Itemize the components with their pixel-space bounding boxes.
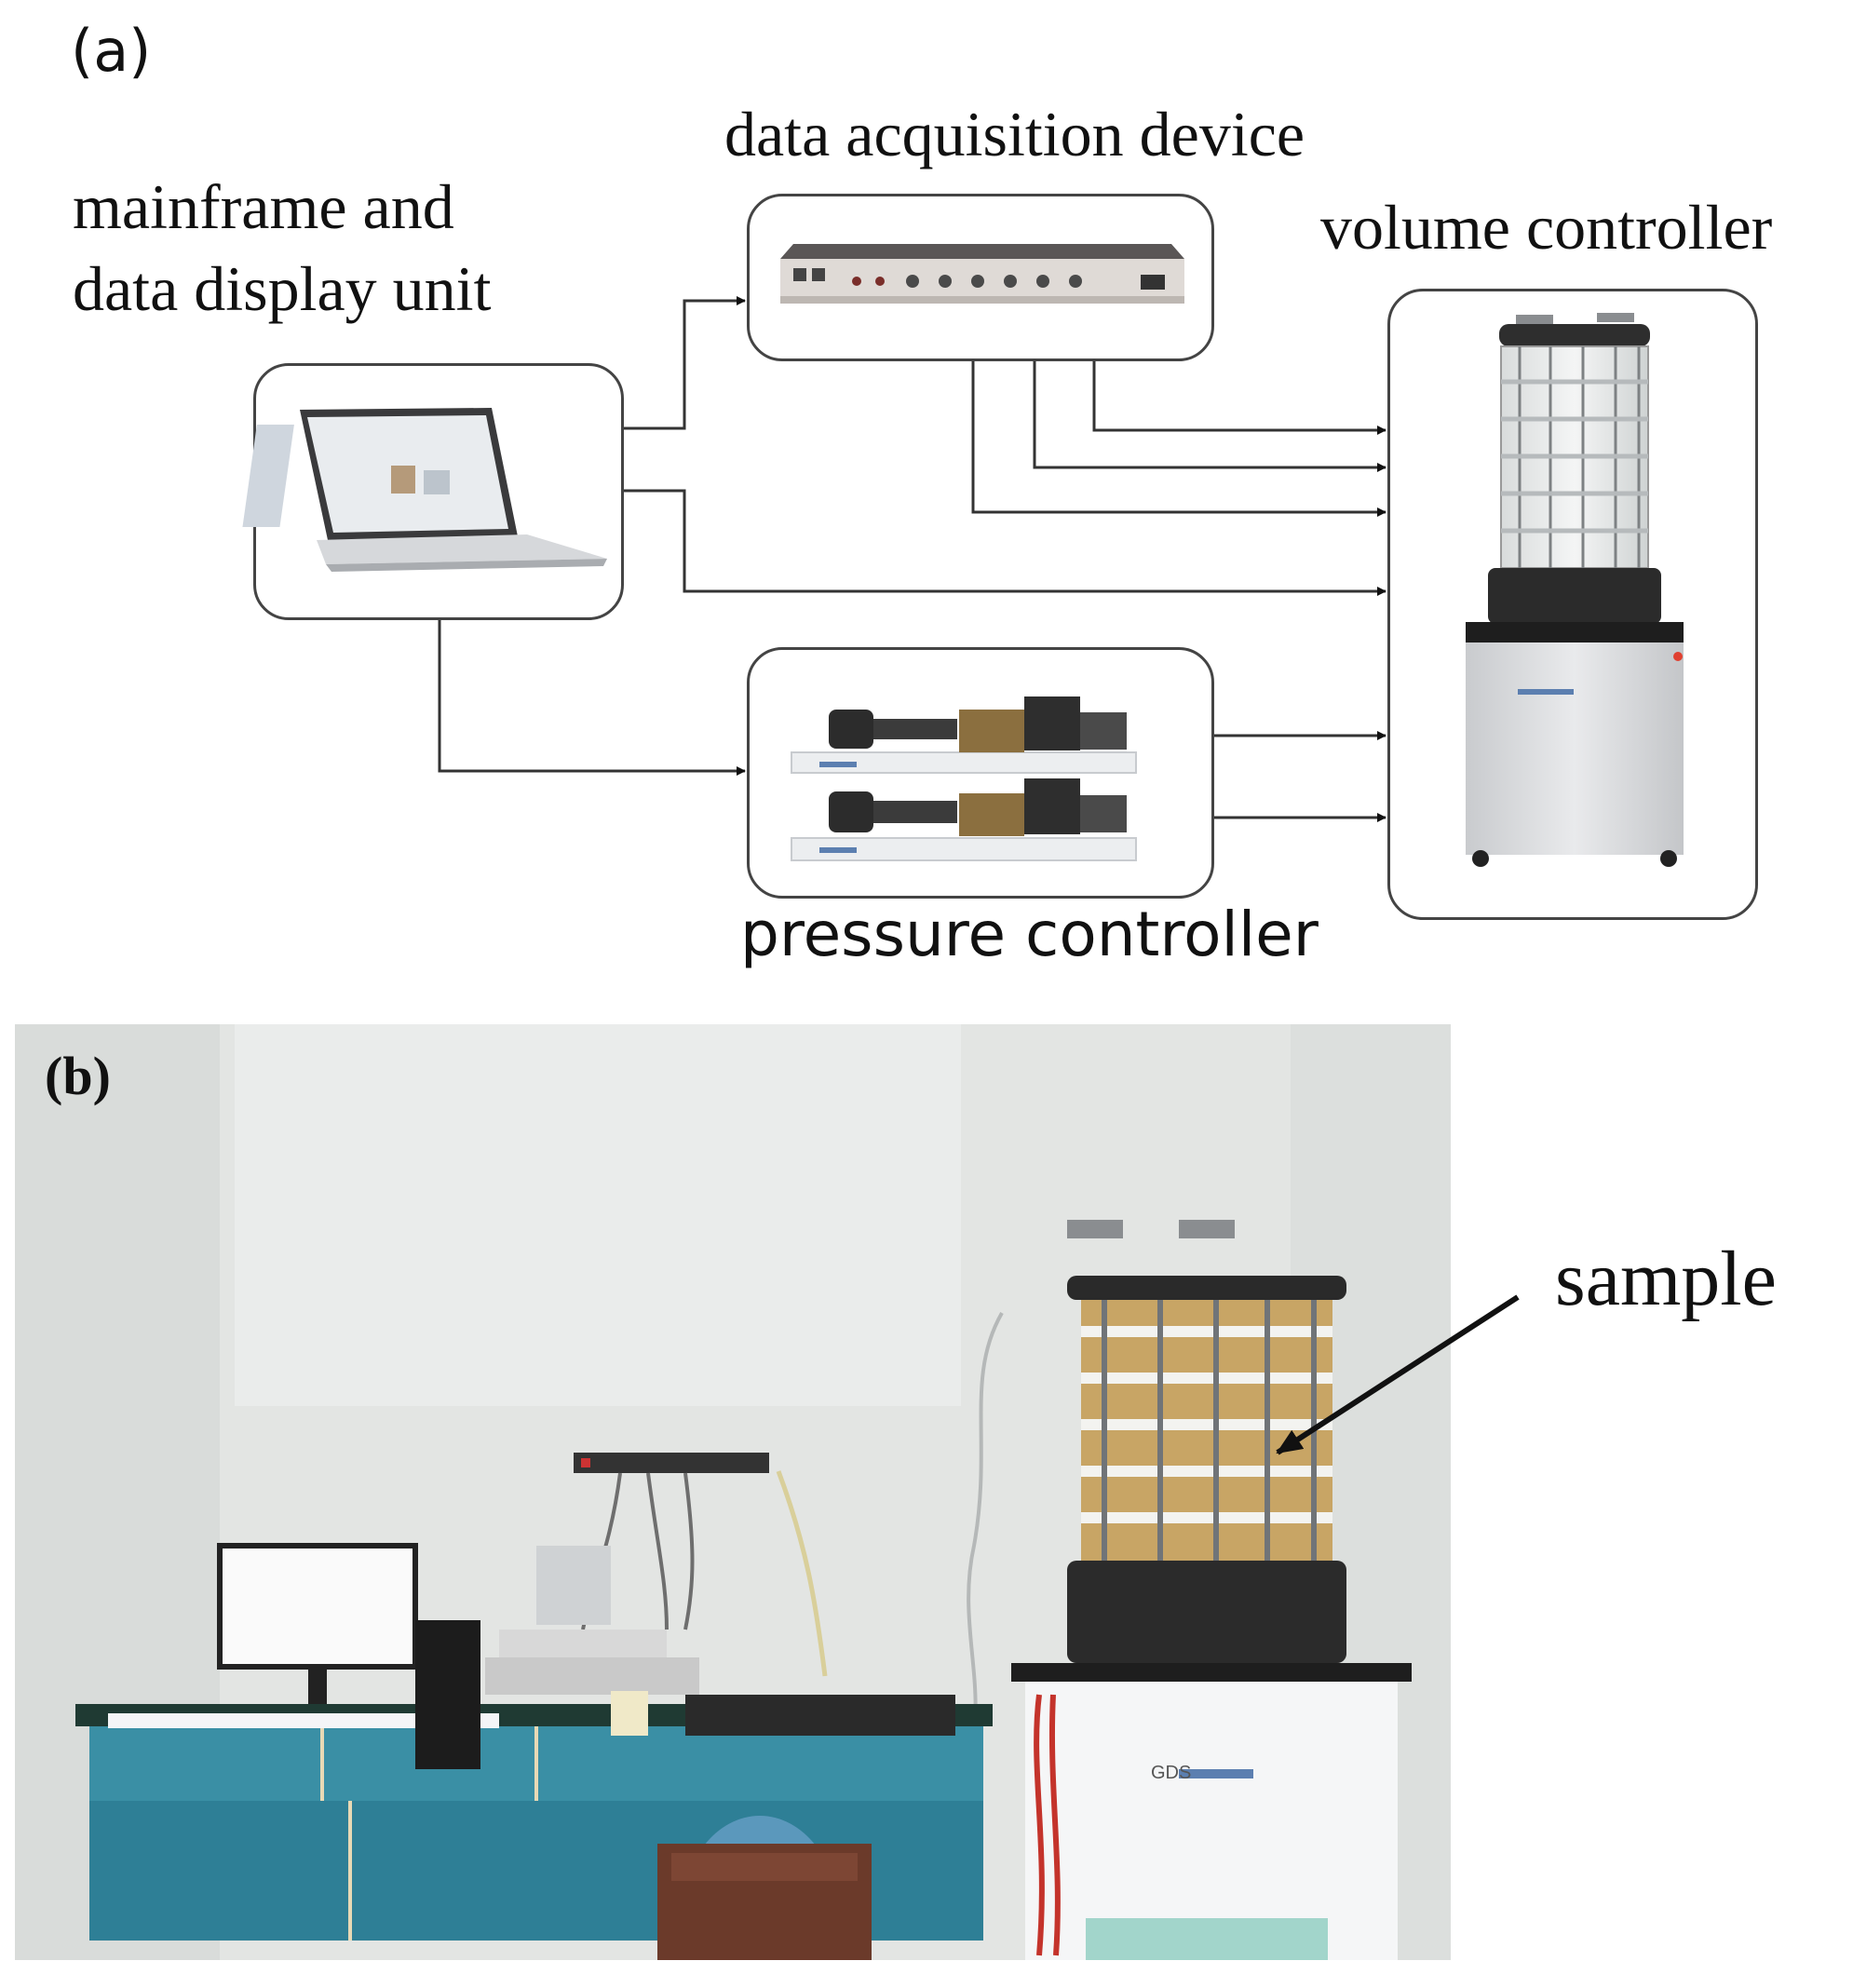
arrow-daq-to-volume-2 (1033, 361, 1386, 472)
panel-b-label: (b) (45, 1046, 111, 1106)
sample-annotation-label: sample (1555, 1236, 1777, 1322)
arrow-mainframe-to-pressure (438, 620, 746, 776)
pressure-unit-top (791, 696, 1137, 774)
laptop-icon (242, 408, 607, 572)
lab-photo: GDS (15, 1024, 1451, 1960)
arrow-daq-to-volume-1 (1092, 361, 1386, 435)
pressure-controller-icon (791, 696, 1137, 861)
arrow-mainframe-to-volume (624, 489, 1386, 596)
volume-controller-label: volume controller (1320, 192, 1773, 263)
daq-device-icon (780, 244, 1184, 304)
mainframe-label: mainframe and data display unit (73, 166, 491, 331)
lab-photo-illustration: GDS (15, 1024, 1451, 1960)
volume-controller-icon (1466, 313, 1684, 867)
panel-a-label: (a) (71, 17, 152, 85)
pressure-controller-label: pressure controller (740, 899, 1319, 970)
mainframe-label-line2: data display unit (73, 253, 492, 325)
arrow-daq-to-volume-3 (971, 361, 1386, 517)
arrow-mainframe-to-daq (624, 296, 746, 430)
diagram-canvas (242, 244, 1684, 867)
daq-label: data acquisition device (724, 99, 1305, 169)
mainframe-label-line1: mainframe and (73, 171, 454, 242)
pressure-unit-bottom (791, 778, 1137, 861)
connectors (438, 296, 1386, 822)
gds-logo-text: GDS (1151, 1763, 1191, 1783)
